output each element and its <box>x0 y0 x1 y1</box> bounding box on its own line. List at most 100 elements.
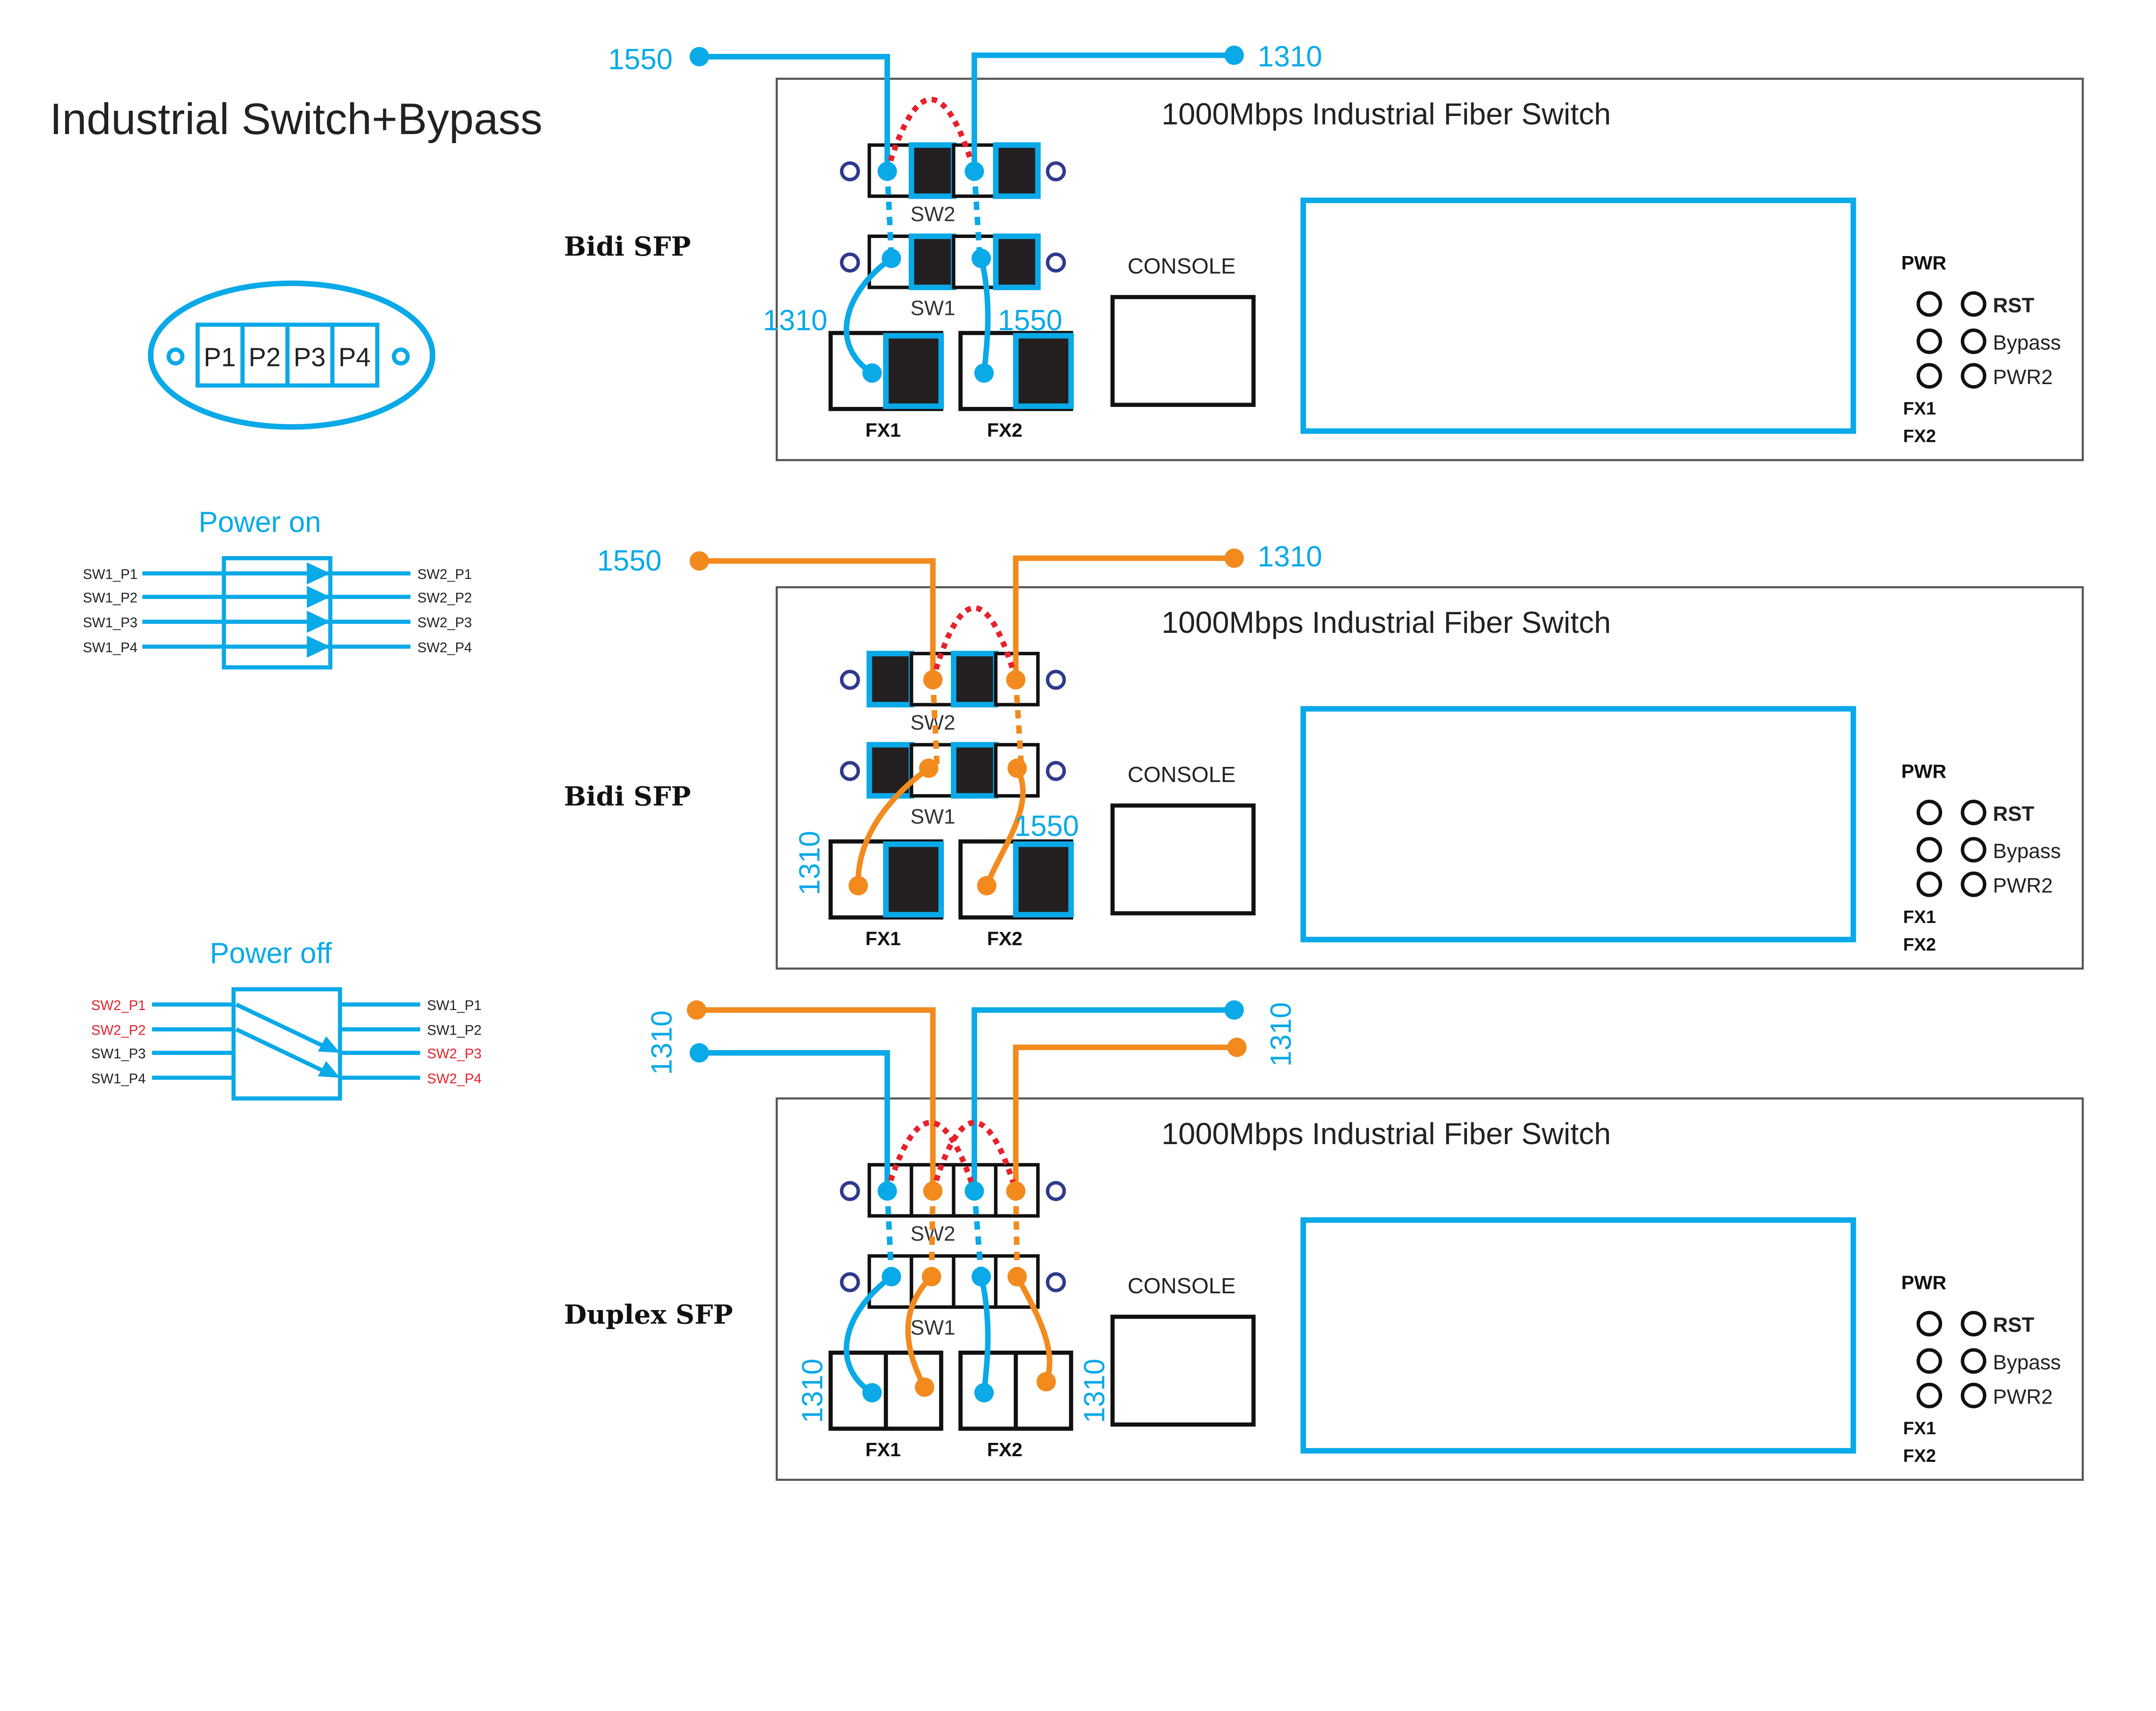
power-on-right-label: SW2_P3 <box>417 615 472 630</box>
fx2-wavelength-label: 1550 <box>1015 810 1079 842</box>
port-cell <box>240 322 290 388</box>
device-title: 1000Mbps Industrial Fiber Switch <box>1162 605 1611 639</box>
bypass-link <box>884 1120 977 1192</box>
bypass-line <box>235 1027 327 1074</box>
power-on-right-label: SW2_P4 <box>417 640 472 655</box>
top-left-wavelength-label: 1550 <box>597 545 662 577</box>
led-label: RST <box>1993 294 2034 317</box>
power-off-right-label: SW1_P1 <box>427 998 481 1013</box>
power-off-right-label: SW1_P2 <box>427 1023 481 1038</box>
fx1-wavelength-label: 1310 <box>794 831 826 895</box>
led-icon <box>1961 291 1987 317</box>
fiber-connector-dot <box>971 248 991 268</box>
fx2-port-module <box>1013 841 1074 918</box>
led-label: Bypass <box>1993 1351 2061 1374</box>
fiber-connector-dot <box>877 1181 897 1201</box>
sfp-port-cell <box>909 142 956 199</box>
fiber-connector-dot <box>881 248 901 268</box>
pwr-label: PWR <box>1901 760 1946 782</box>
port-area <box>1300 706 1856 942</box>
top-left-wavelength-label: 1550 <box>608 43 673 75</box>
led-icon <box>1961 1311 1987 1337</box>
fiber-cable <box>978 257 991 374</box>
fiber-cable <box>696 1007 936 1191</box>
fiber-connector-dot <box>686 1000 706 1020</box>
power-on-left-label: SW1_P4 <box>83 640 137 655</box>
port-cell <box>195 322 245 388</box>
top-right-wavelength-label: 1310 <box>1258 41 1322 73</box>
bypass-link <box>884 97 977 172</box>
port-label: P1 <box>204 342 235 372</box>
fiber-cable <box>1013 1045 1237 1191</box>
fx2-label: FX2 <box>987 419 1022 441</box>
fx2-port-module <box>1013 333 1074 409</box>
fiber-cable <box>905 1275 934 1389</box>
power-off-left-label: SW1_P3 <box>91 1046 146 1061</box>
power-on-left-label: SW1_P1 <box>83 566 137 582</box>
fiber-connector-dot <box>862 363 882 383</box>
fiber-connector-dot <box>1224 548 1244 568</box>
led-fx1-label: FX1 <box>1903 1418 1936 1438</box>
power-off-right-label: SW2_P4 <box>427 1071 481 1086</box>
fiber-cable <box>843 256 893 375</box>
fx2-wavelength-label: 1550 <box>998 304 1062 337</box>
led-icon <box>1916 837 1942 863</box>
pwr-label: PWR <box>1901 252 1946 274</box>
screw-hole-icon <box>1046 1181 1066 1201</box>
led-label: PWR2 <box>1993 366 2053 389</box>
device-title: 1000Mbps Industrial Fiber Switch <box>1162 1117 1611 1151</box>
power-on-left-label: SW1_P3 <box>83 615 137 630</box>
arrow-icon <box>307 562 331 585</box>
diagram-title: Industrial Switch+Bypass <box>50 94 542 144</box>
console-label: CONSOLE <box>1128 1273 1236 1298</box>
sfp-type-label: Bidi SFP <box>564 231 691 262</box>
screw-hole-icon <box>1046 669 1066 690</box>
fiber-connector-dot <box>1006 1181 1026 1201</box>
led-icon <box>1916 799 1942 826</box>
console-port <box>1110 1314 1256 1427</box>
sfp-port-cell <box>909 233 956 291</box>
sw2-label: SW2 <box>910 203 955 226</box>
led-icon <box>1916 871 1942 897</box>
fiber-connector-dot <box>965 161 984 181</box>
console-port <box>1110 803 1256 916</box>
screw-hole-icon <box>1046 761 1066 781</box>
arrow-icon <box>307 585 331 608</box>
led-fx2-label: FX2 <box>1903 934 1936 954</box>
arrow-icon <box>307 610 331 633</box>
fiber-cable <box>1013 555 1235 680</box>
led-icon <box>1916 328 1942 354</box>
console-label: CONSOLE <box>1128 254 1236 278</box>
sfp-port-cell <box>951 742 999 799</box>
fiber-connector-dot <box>877 161 897 181</box>
fiber-cable <box>699 53 890 172</box>
port-label: P3 <box>294 342 326 372</box>
sw1-label: SW1 <box>910 1316 955 1339</box>
fx1-wavelength-label: 1310 <box>763 304 827 337</box>
fiber-cable <box>843 1274 893 1395</box>
fiber-cable <box>699 1050 890 1191</box>
fx1-label: FX1 <box>865 927 901 949</box>
screw-hole-icon <box>1046 252 1066 273</box>
power-off-left-label: SW2_P1 <box>91 998 146 1013</box>
fx1-label: FX1 <box>865 1439 901 1461</box>
port-area <box>1300 197 1856 434</box>
led-icon <box>1961 1383 1987 1408</box>
screw-hole-icon <box>840 761 860 781</box>
power-off-left-label: SW2_P2 <box>91 1023 146 1038</box>
sfp-type-label: Duplex SFP <box>564 1300 733 1330</box>
screw-hole-icon <box>1046 161 1066 181</box>
screw-hole-icon <box>840 1181 860 1201</box>
screw-hole-icon <box>840 161 860 181</box>
screw-hole-icon <box>840 252 860 273</box>
top-right-wavelength-label: 1310 <box>1258 541 1322 573</box>
sfp-port-cell <box>866 651 915 708</box>
fiber-connector-dot <box>915 1377 934 1397</box>
led-fx2-label: FX2 <box>1903 426 1936 446</box>
fiber-cable <box>1015 1275 1053 1383</box>
arrow-icon <box>318 1036 340 1053</box>
fiber-connector-dot <box>689 551 709 571</box>
